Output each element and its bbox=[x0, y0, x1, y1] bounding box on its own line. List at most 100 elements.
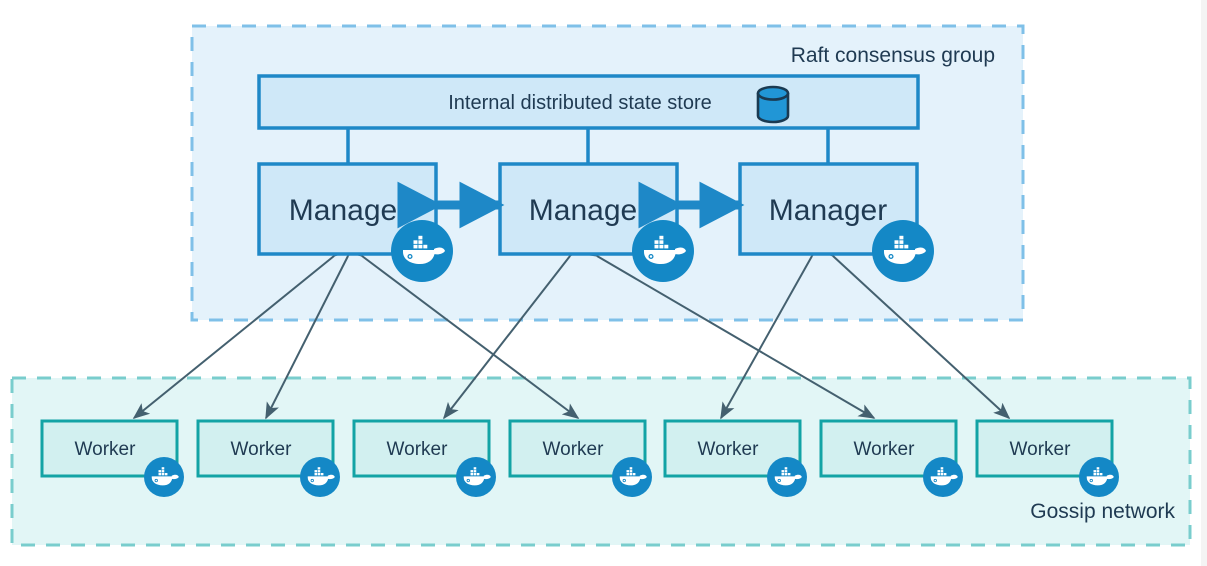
container-block bbox=[317, 467, 321, 470]
worker-3-label: Worker bbox=[387, 439, 449, 460]
whale-eye bbox=[933, 478, 937, 483]
database-cylinder-icon bbox=[756, 85, 790, 124]
container-block bbox=[659, 235, 664, 240]
link-manager2-worker3 bbox=[443, 239, 585, 420]
worker-3-docker-icon bbox=[456, 457, 496, 497]
worker-7-label: Worker bbox=[1010, 439, 1072, 460]
container-block bbox=[473, 467, 477, 470]
worker-5-docker-icon bbox=[767, 457, 807, 497]
whale-eye bbox=[1089, 478, 1093, 483]
container-block bbox=[654, 240, 659, 244]
container-block bbox=[937, 473, 941, 476]
manager-2-label: Manager bbox=[529, 194, 647, 227]
docker-whale-glyph bbox=[644, 235, 686, 264]
container-block bbox=[781, 473, 785, 476]
manager-layer: Manager Manager Manager bbox=[257, 128, 934, 282]
container-block bbox=[899, 235, 904, 240]
whale-tail bbox=[950, 474, 958, 480]
container-block bbox=[654, 244, 659, 249]
container-block bbox=[161, 473, 165, 476]
docker-whale-glyph bbox=[774, 467, 802, 486]
container-block bbox=[1093, 470, 1097, 473]
whale-eye bbox=[888, 253, 894, 260]
container-block bbox=[1096, 473, 1100, 476]
container-block bbox=[894, 244, 899, 249]
whale-hull bbox=[307, 476, 329, 486]
container-block bbox=[629, 467, 633, 470]
container-block bbox=[904, 244, 909, 249]
container-block bbox=[1099, 473, 1103, 476]
container-block bbox=[418, 235, 423, 240]
container-block bbox=[418, 240, 423, 244]
link-manager1-worker2 bbox=[265, 239, 361, 420]
container-block bbox=[943, 473, 947, 476]
container-block bbox=[784, 473, 788, 476]
container-block bbox=[899, 240, 904, 244]
whale-hull bbox=[151, 476, 173, 486]
whale-tail bbox=[483, 474, 491, 480]
container-block bbox=[659, 244, 664, 249]
worker-4-docker-icon bbox=[612, 457, 652, 497]
worker-7-docker-icon bbox=[1079, 457, 1119, 497]
container-block bbox=[317, 470, 321, 473]
container-block bbox=[314, 473, 318, 476]
container-block bbox=[476, 473, 480, 476]
whale-tail bbox=[675, 247, 686, 255]
container-block bbox=[940, 473, 944, 476]
container-block bbox=[787, 473, 791, 476]
internal-distributed-state-store-box[interactable] bbox=[257, 74, 920, 130]
container-block bbox=[470, 470, 474, 473]
worker-6-docker-icon bbox=[923, 457, 963, 497]
whale-hull bbox=[884, 250, 916, 264]
container-block bbox=[784, 470, 788, 473]
container-block bbox=[423, 244, 428, 249]
container-block bbox=[473, 473, 477, 476]
container-block bbox=[1096, 467, 1100, 470]
container-block bbox=[317, 473, 321, 476]
worker-5-label: Worker bbox=[698, 439, 760, 460]
whale-eye bbox=[154, 478, 158, 483]
whale-eye bbox=[466, 478, 470, 483]
whale-tail bbox=[171, 474, 179, 480]
container-block bbox=[629, 470, 633, 473]
manager-1-label: Manager bbox=[289, 194, 407, 227]
container-block bbox=[940, 470, 944, 473]
container-block bbox=[937, 470, 941, 473]
whale-hull bbox=[403, 250, 435, 264]
docker-whale-glyph bbox=[151, 467, 179, 486]
container-block bbox=[626, 473, 630, 476]
container-block bbox=[164, 473, 168, 476]
container-block bbox=[413, 240, 418, 244]
container-block bbox=[899, 244, 904, 249]
whale-hull bbox=[619, 476, 641, 486]
container-block bbox=[314, 470, 318, 473]
whale-hull bbox=[463, 476, 485, 486]
container-block bbox=[629, 473, 633, 476]
docker-whale-glyph bbox=[403, 235, 445, 264]
right-edge-strip bbox=[1201, 0, 1207, 566]
whale-eye bbox=[648, 253, 654, 260]
whale-hull bbox=[644, 250, 676, 264]
container-block bbox=[940, 467, 944, 470]
whale-tail bbox=[639, 474, 647, 480]
worker-4-label: Worker bbox=[543, 439, 605, 460]
container-block bbox=[632, 473, 636, 476]
container-block bbox=[1096, 470, 1100, 473]
docker-whale-glyph bbox=[619, 467, 647, 486]
docker-whale-glyph bbox=[930, 467, 958, 486]
state-store-layer: Internal distributed state store bbox=[257, 74, 920, 130]
container-block bbox=[664, 244, 669, 249]
container-block bbox=[161, 470, 165, 473]
whale-hull bbox=[1086, 476, 1108, 486]
manager-1-docker-icon bbox=[391, 220, 453, 282]
whale-eye bbox=[777, 478, 781, 483]
worker-6-label: Worker bbox=[854, 439, 916, 460]
docker-whale-glyph bbox=[463, 467, 491, 486]
manager-3-label: Manager bbox=[769, 194, 887, 227]
container-block bbox=[161, 467, 165, 470]
link-manager3-worker5 bbox=[720, 239, 826, 420]
whale-hull bbox=[930, 476, 952, 486]
